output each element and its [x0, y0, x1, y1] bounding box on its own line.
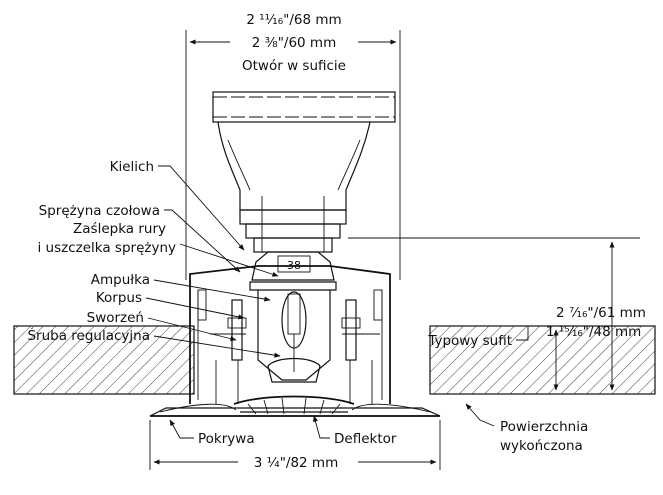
cup-housing [189, 265, 391, 404]
label-powierzchnia-line1: Powierzchnia [500, 419, 588, 435]
label-deflektor: Deflektor [334, 431, 397, 447]
pipe-fitting [212, 91, 396, 253]
label-ampulka: Ampułka [91, 272, 150, 288]
label-zaslepka-line2: i uszczelka sprężyny [37, 240, 176, 256]
label-korpus: Korpus [96, 290, 142, 306]
label-typowy-sufit: Typowy sufit [427, 333, 512, 349]
label-sprezyna-czolowa: Sprężyna czołowa [39, 203, 160, 219]
right-outer-dimension: 2 ⁷⁄₁₆"/61 mm [556, 305, 646, 321]
cover-plate [149, 403, 441, 417]
bottom-dimension: 3 ¹⁄₄"/82 mm [149, 420, 441, 471]
part-labels: Kielich Sprężyna czołowa Zaślepka rury i… [27, 159, 588, 454]
sprinkler-body: 38 [210, 251, 380, 404]
label-kielich: Kielich [110, 159, 154, 175]
top-dimension: 2 ¹¹⁄₁₆"/68 mm 2 ³⁄₈"/60 mm Otwór w sufi… [185, 12, 401, 280]
bottom-dimension-label: 3 ¹⁄₄"/82 mm [254, 455, 339, 471]
body-mark: 38 [287, 259, 301, 272]
top-inner-dimension: 2 ³⁄₈"/60 mm [252, 35, 337, 51]
label-sruba-regulacyjna: Śruba regulacyjna [27, 326, 150, 344]
deflector [233, 395, 355, 415]
hole-label: Otwór w suficie [242, 58, 346, 74]
right-inner-dimension: 1 ¹⁵⁄₁₆"/48 mm [546, 324, 641, 340]
label-zaslepka-line1: Zaślepka rury [73, 221, 166, 237]
label-sworzen: Sworzeń [87, 310, 144, 326]
leader-lines [145, 165, 529, 439]
right-dimension: 2 ⁷⁄₁₆"/61 mm 1 ¹⁵⁄₁₆"/48 mm [348, 237, 646, 395]
label-pokrywa: Pokrywa [198, 431, 255, 447]
top-outer-dimension: 2 ¹¹⁄₁₆"/68 mm [246, 12, 341, 28]
label-powierzchnia-line2: wykończona [500, 438, 583, 454]
